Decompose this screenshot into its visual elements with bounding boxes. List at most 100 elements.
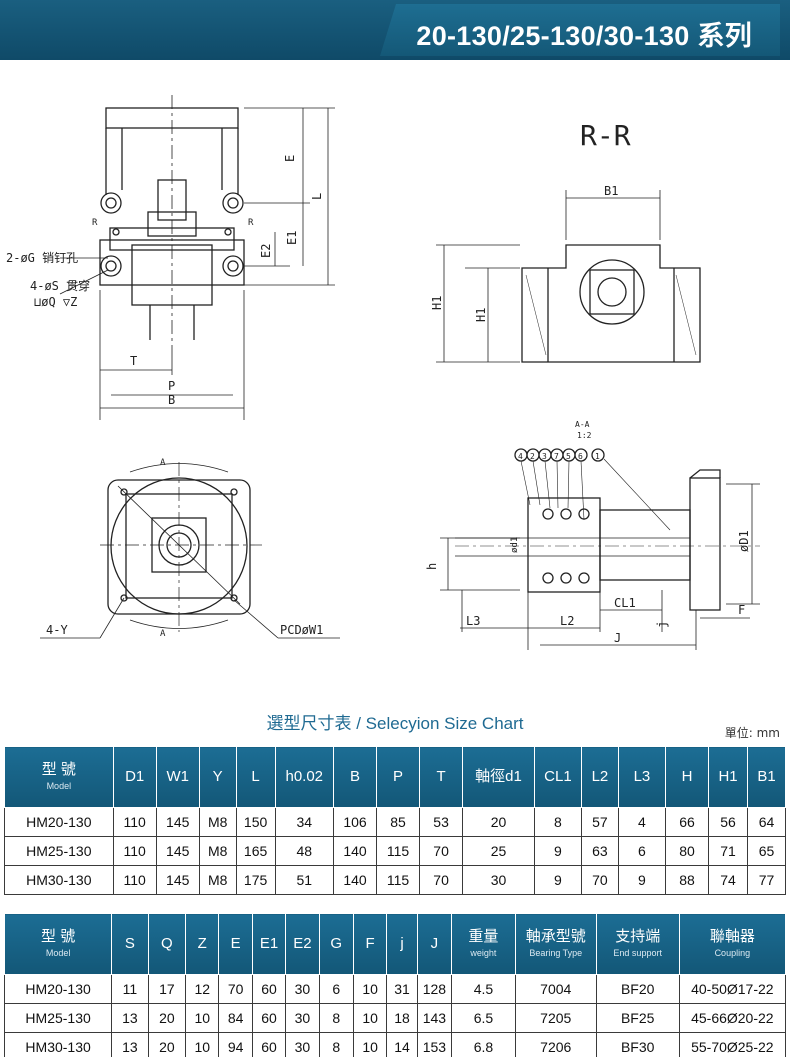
table-cell: 115: [376, 836, 421, 866]
table-cell: 8: [318, 1003, 354, 1033]
table1-header: 軸徑d1: [462, 746, 535, 808]
table-cell: 53: [419, 807, 464, 837]
table-cell: 145: [155, 836, 200, 866]
table-cell: 66: [665, 807, 710, 837]
table-cell: 7004: [514, 974, 597, 1004]
label-E: E: [283, 155, 297, 162]
table-cell: 9: [533, 865, 582, 895]
table-cell: 48: [274, 836, 334, 866]
table-cell: 13: [111, 1032, 149, 1057]
size-chart-title: 選型尺寸表 / Selecyion Size Chart: [266, 714, 524, 733]
table-row: HM20-130 110 145 M8 150 34 106 85 53 20 …: [4, 807, 786, 837]
table-cell: 6: [617, 836, 667, 866]
table-cell: 80: [665, 836, 710, 866]
table-cell: 70: [419, 836, 464, 866]
table-cell: 40-50Ø17-22: [678, 974, 787, 1004]
label-R-left: R: [92, 218, 98, 228]
section-title: R-R: [580, 119, 631, 152]
table-cell: 110: [112, 865, 157, 895]
table2-header: E2: [285, 913, 320, 975]
label-counterbore: ⊔øQ ▽Z: [34, 295, 77, 309]
table-cell: HM20-130: [4, 807, 114, 837]
table-cell: 9: [617, 865, 667, 895]
table1-header: L2: [580, 746, 619, 808]
table-row: HM25-130 13 20 10 84 60 30 8 10 18 143 6…: [3, 1003, 787, 1033]
label-P: P: [168, 379, 175, 393]
balloon-6: 6: [578, 452, 583, 461]
label-L3: L3: [466, 614, 480, 628]
label-R-right: R: [248, 218, 254, 228]
table-cell: 6.5: [451, 1003, 516, 1033]
table-cell: 20: [462, 807, 535, 837]
table-cell: 71: [708, 836, 748, 866]
table-cell: M8: [198, 865, 237, 895]
table-cell: 84: [218, 1003, 253, 1033]
flange-view: [40, 462, 340, 639]
table2-header: j: [386, 913, 418, 975]
table-cell: 10: [185, 1032, 220, 1057]
label-E1: E1: [285, 231, 299, 245]
label-L2: L2: [560, 614, 574, 628]
table-cell: 18: [386, 1003, 418, 1033]
table-cell: HM30-130: [4, 865, 114, 895]
table-cell: 12: [185, 974, 220, 1004]
table-row: HM25-130 110 145 M8 165 48 140 115 70 25…: [4, 836, 786, 866]
table-cell: 150: [235, 807, 276, 837]
label-h: h: [425, 563, 439, 570]
table-cell: 57: [580, 807, 619, 837]
table-cell: HM30-130: [3, 1032, 113, 1057]
table-cell: HM25-130: [3, 1003, 113, 1033]
balloon-3: 3: [542, 452, 547, 461]
table1-header: W1: [155, 746, 200, 808]
table2-header: E: [218, 913, 253, 975]
series-title: 20-130/25-130/30-130 系列: [416, 21, 752, 51]
table-cell: 143: [416, 1003, 453, 1033]
aa-section-view: [440, 448, 760, 650]
table-cell: 8: [533, 807, 582, 837]
table-cell: 10: [185, 1003, 220, 1033]
table1-header: B: [332, 746, 378, 808]
label-E2: E2: [259, 244, 273, 258]
table-cell: 115: [376, 865, 421, 895]
balloon-7: 1: [595, 452, 600, 461]
label-A-bottom: A: [160, 629, 166, 639]
table-cell: 175: [235, 865, 276, 895]
table2-header: E1: [251, 913, 287, 975]
table1-header: H1: [708, 746, 748, 808]
table2-header: F: [352, 913, 388, 975]
table-cell: 145: [155, 807, 200, 837]
table-cell: 10: [352, 1003, 388, 1033]
table-cell: 60: [251, 1003, 287, 1033]
table-cell: M8: [198, 836, 237, 866]
label-B: B: [168, 393, 175, 407]
table-cell: BF20: [595, 974, 680, 1004]
table2-header: J: [416, 913, 453, 975]
table-cell: 70: [419, 865, 464, 895]
table-cell: 45-66Ø20-22: [678, 1003, 787, 1033]
table2-header: Z: [185, 913, 220, 975]
table-cell: 9: [533, 836, 582, 866]
table1-header: H: [665, 746, 710, 808]
table-cell: 60: [251, 1032, 287, 1057]
table-cell: 30: [285, 1032, 320, 1057]
table-cell: 70: [580, 865, 619, 895]
table-cell: 30: [462, 865, 535, 895]
table-cell: HM25-130: [4, 836, 114, 866]
table-row: HM30-130 110 145 M8 175 51 140 115 70 30…: [4, 865, 786, 895]
label-pcd: PCDøW1: [280, 623, 323, 637]
table-cell: 4.5: [451, 974, 516, 1004]
balloon-4: 7: [554, 452, 559, 461]
label-L: L: [310, 193, 324, 200]
label-D1: øD1: [737, 530, 751, 552]
table2-header: S: [111, 913, 149, 975]
table-cell: 110: [112, 836, 157, 866]
table-cell: 8: [318, 1032, 354, 1057]
table-cell: 110: [112, 807, 157, 837]
table1-header: P: [376, 746, 421, 808]
